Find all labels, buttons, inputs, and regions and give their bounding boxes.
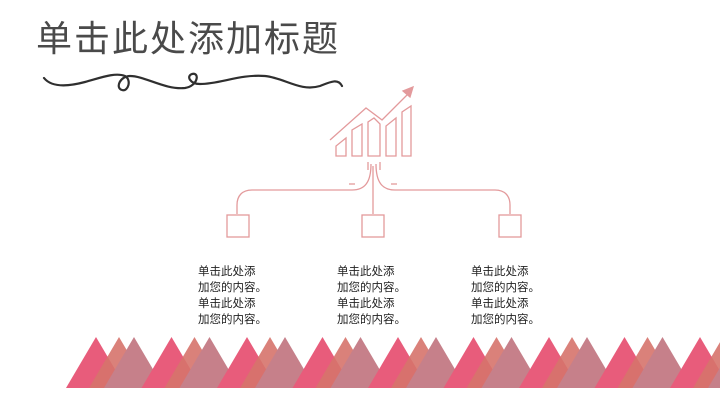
text-line: 加您的内容。 (198, 280, 267, 294)
slide-title[interactable]: 单击此处添加标题 (36, 19, 341, 60)
mountain-mauve (708, 367, 720, 388)
arrow-head-icon (401, 85, 415, 99)
chart-bar (401, 104, 412, 157)
text-block-center[interactable]: 单击此处添 加您的内容。 单击此处添 加您的内容。 (337, 263, 406, 327)
text-line: 单击此处添 (198, 264, 256, 278)
swirl-line (42, 72, 344, 92)
chart-bar (367, 117, 381, 157)
node-box-center[interactable] (361, 214, 385, 238)
connector-right (375, 163, 511, 214)
text-line: 加您的内容。 (198, 312, 267, 326)
chart-bar (385, 116, 397, 157)
node-box-right[interactable] (498, 214, 522, 238)
text-block-right[interactable]: 单击此处添 加您的内容。 单击此处添 加您的内容。 (471, 263, 540, 327)
text-line: 加您的内容。 (337, 312, 406, 326)
text-line: 单击此处添 (198, 296, 256, 310)
text-line: 单击此处添 (337, 296, 395, 310)
text-block-left[interactable]: 单击此处添 加您的内容。 单击此处添 加您的内容。 (198, 263, 267, 327)
text-line: 加您的内容。 (471, 312, 540, 326)
chart-bar (351, 122, 363, 157)
text-line: 单击此处添 (471, 296, 529, 310)
chart-bar (335, 136, 347, 157)
text-line: 加您的内容。 (337, 280, 406, 294)
connector-lines (236, 163, 511, 214)
mountain-salmon (693, 342, 720, 388)
text-line: 加您的内容。 (471, 280, 540, 294)
node-box-left[interactable] (226, 214, 250, 238)
text-line: 单击此处添 (337, 264, 395, 278)
connector-left (236, 163, 372, 214)
hierarchy-diagram (226, 85, 522, 238)
growth-bar-chart-icon (329, 85, 415, 170)
text-line: 单击此处添 (471, 264, 529, 278)
swirl-divider (42, 72, 344, 92)
trend-line (329, 91, 411, 141)
